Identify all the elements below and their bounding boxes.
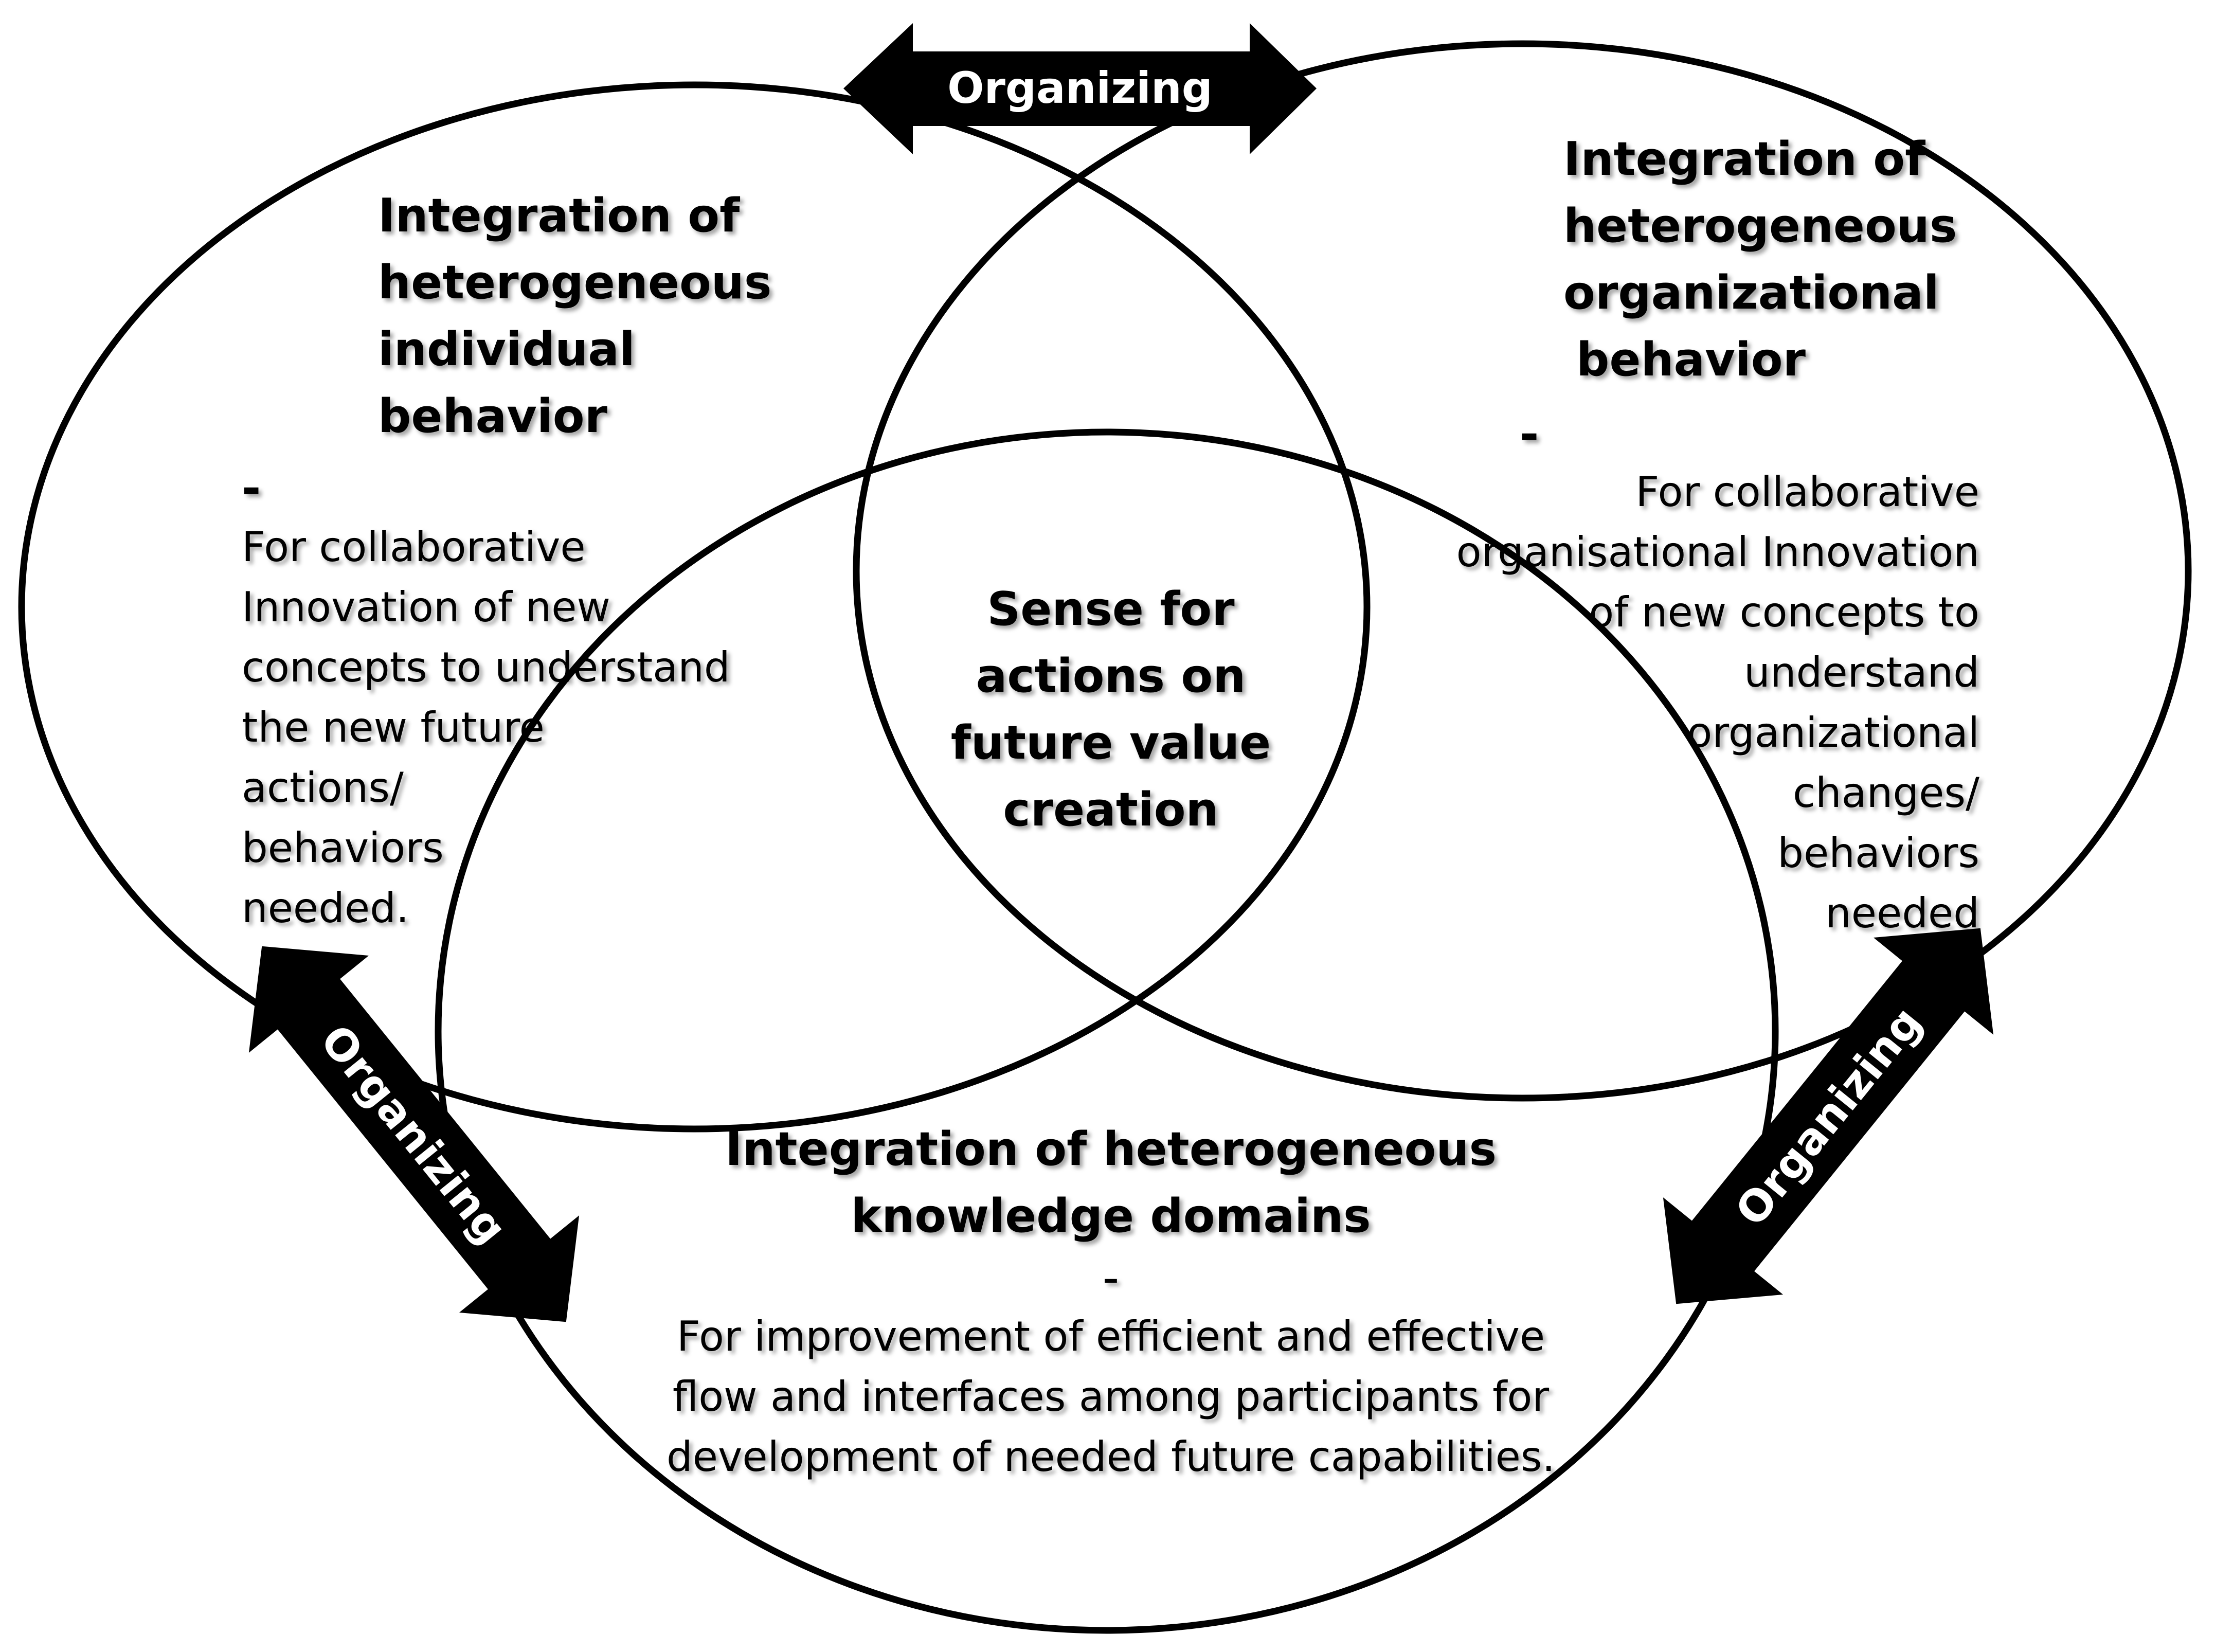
- heading-line: organizational: [1563, 266, 1939, 320]
- body-line: needed: [1825, 889, 1979, 937]
- heading-line: heterogeneous: [1563, 199, 1957, 253]
- knowledge-domains-text: Integration of heterogeneous knowledge d…: [566, 1116, 1656, 1487]
- organizing-arrow-top: Organizing: [843, 23, 1317, 154]
- body-line: behaviors: [242, 824, 444, 872]
- individual-behavior-body: For collaborative Innovation of new conc…: [242, 517, 730, 938]
- heading-line: knowledge domains: [851, 1189, 1371, 1243]
- body-line: actions/: [242, 764, 404, 812]
- knowledge-domains-heading: Integration of heterogeneous knowledge d…: [566, 1116, 1656, 1250]
- separator-dash: -: [1102, 1251, 1120, 1305]
- heading-line: heterogeneous: [378, 256, 772, 310]
- heading-line: Integration of heterogeneous: [725, 1122, 1497, 1176]
- organizing-label-top: Organizing: [947, 63, 1213, 113]
- organizational-behavior-heading: Integration of heterogeneous organizatio…: [1563, 126, 1957, 393]
- heading-line: Integration of: [378, 189, 740, 243]
- body-line: understand: [1744, 649, 1979, 696]
- body-line: concepts to understand: [242, 643, 730, 691]
- organizing-arrow-left: Organizing: [248, 946, 580, 1322]
- organizing-arrow-right: Organizing: [1663, 928, 1994, 1304]
- body-line: For collaborative: [242, 523, 586, 571]
- individual-behavior-text: Integration of heterogeneous individual …: [378, 183, 771, 450]
- body-line: organisational Innovation: [1456, 528, 1979, 576]
- body-line: organizational: [1687, 709, 1979, 757]
- body-line: For improvement of efficient and effecti…: [676, 1313, 1545, 1360]
- organizing-label-left: Organizing: [311, 1015, 517, 1253]
- center-intersection-text: Sense for actions on future value creati…: [874, 576, 1347, 843]
- knowledge-domains-circle: [435, 428, 1779, 1634]
- heading-line: Integration of: [1563, 132, 1925, 186]
- center-line: Sense for: [987, 582, 1235, 636]
- body-line: Innovation of new: [242, 583, 610, 631]
- organizational-behavior-dash: -: [1520, 406, 1539, 463]
- knowledge-domains-body: For improvement of efficient and effecti…: [566, 1306, 1656, 1487]
- center-line: actions on: [976, 649, 1246, 703]
- double-arrow-icon: [248, 946, 580, 1322]
- individual-behavior-description: - For collaborative Innovation of new co…: [242, 460, 730, 938]
- body-line: For collaborative: [1635, 468, 1979, 516]
- heading-line: individual: [378, 322, 635, 376]
- body-line: behaviors: [1777, 829, 1979, 877]
- double-arrow-icon: [843, 23, 1317, 154]
- separator-dash: -: [242, 461, 261, 515]
- body-line: development of needed future capabilitie…: [667, 1433, 1555, 1481]
- organizing-label-right: Organizing: [1725, 997, 1932, 1235]
- body-line: changes/: [1792, 769, 1979, 817]
- body-line: needed.: [242, 884, 409, 932]
- heading-line: behavior: [378, 389, 608, 443]
- individual-behavior-circle: [18, 81, 1371, 1133]
- organizational-behavior-circle: [853, 40, 2192, 1102]
- separator-dash: -: [1520, 407, 1539, 461]
- organizational-behavior-description: For collaborative organisational Innovat…: [1456, 462, 1979, 943]
- body-line: flow and interfaces among participants f…: [672, 1373, 1550, 1421]
- center-line: creation: [1003, 783, 1219, 837]
- center-line: future value: [950, 716, 1271, 770]
- center-heading: Sense for actions on future value creati…: [874, 576, 1347, 843]
- body-line: of new concepts to: [1589, 588, 1979, 636]
- organizational-behavior-text: Integration of heterogeneous organizatio…: [1563, 126, 1957, 393]
- organizational-behavior-body: For collaborative organisational Innovat…: [1456, 462, 1979, 943]
- heading-line: behavior: [1576, 333, 1806, 387]
- individual-behavior-heading: Integration of heterogeneous individual …: [378, 183, 771, 450]
- double-arrow-icon: [1663, 928, 1994, 1304]
- body-line: the new future: [242, 704, 545, 751]
